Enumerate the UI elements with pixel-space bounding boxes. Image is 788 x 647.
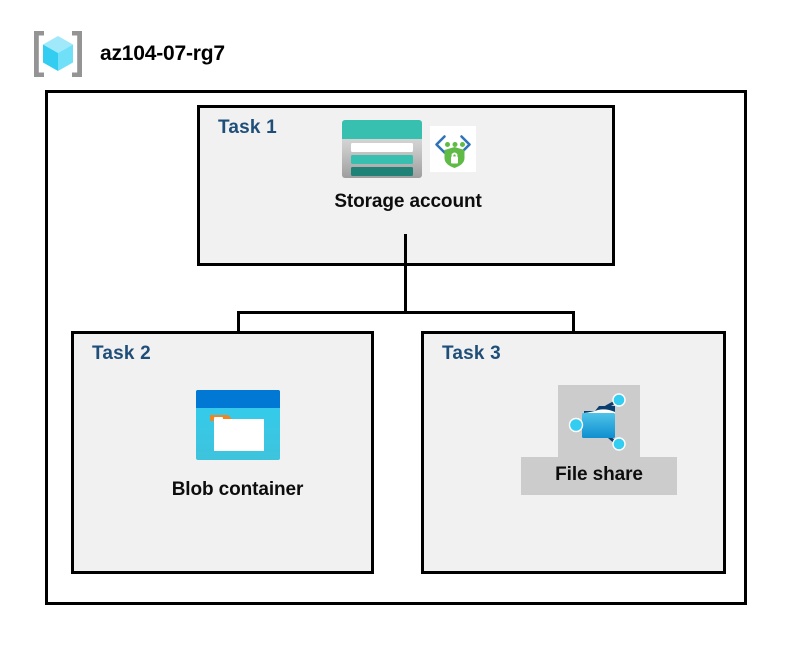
file-share-icon-highlight xyxy=(558,385,640,457)
storage-account-icon-row xyxy=(340,118,476,180)
blob-container-caption: Blob container xyxy=(171,479,304,500)
node-blob-container: Blob container xyxy=(125,388,350,501)
resource-group-title: az104-07-rg7 xyxy=(100,42,225,65)
secure-endpoint-shield-icon xyxy=(430,126,476,172)
task-3-label: Task 3 xyxy=(442,343,501,364)
storage-account-caption: Storage account xyxy=(334,191,482,212)
file-share-caption: File share xyxy=(521,457,677,495)
connector-storage-to-bus xyxy=(404,234,407,313)
task-1-label: Task 1 xyxy=(218,117,277,138)
node-file-share: File share xyxy=(499,385,699,495)
blob-container-icon xyxy=(194,388,282,462)
resource-group-header: az104-07-rg7 xyxy=(30,26,225,82)
resource-group-icon xyxy=(30,26,86,82)
file-share-icon xyxy=(568,391,630,453)
storage-account-icon xyxy=(340,118,424,180)
node-storage-account: Storage account xyxy=(283,118,533,213)
task-2-label: Task 2 xyxy=(92,343,151,364)
connector-branch-bus xyxy=(237,311,575,314)
